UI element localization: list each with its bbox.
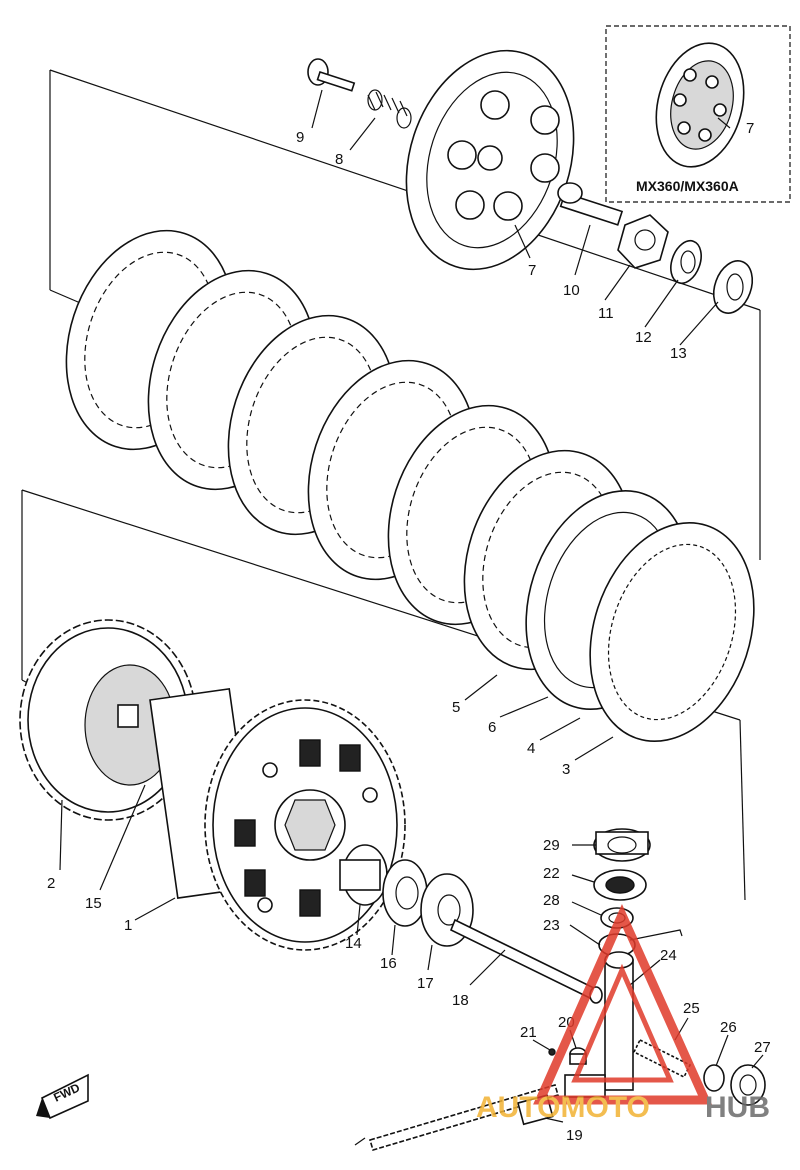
callout-7: 7: [528, 262, 536, 279]
hex-nut: [617, 214, 669, 269]
clutch-boss: [19, 619, 197, 821]
callout-16: 16: [380, 955, 397, 972]
clutch-cable: [354, 1084, 559, 1151]
callout-13: 13: [670, 345, 687, 362]
plain-washer: [712, 260, 754, 314]
watermark: AUTOMOTO HUB: [476, 903, 770, 1124]
callout-24: 24: [660, 947, 677, 964]
clutch-bolt: [307, 58, 356, 92]
fwd-arrow: FWD: [36, 1073, 89, 1120]
bearing: [593, 828, 651, 862]
callout-3: 3: [562, 761, 570, 778]
callout-25: 25: [683, 1000, 700, 1017]
callout-22: 22: [543, 865, 560, 882]
callout-1: 1: [124, 917, 132, 934]
callout-5: 5: [452, 699, 460, 716]
callout-21: 21: [520, 1024, 537, 1041]
push-rod-long: [449, 918, 603, 1004]
callout-18: 18: [452, 992, 469, 1009]
callout-6: 6: [488, 719, 496, 736]
callout-4: 4: [527, 740, 535, 757]
callout-9: 9: [296, 129, 304, 146]
callout-27: 27: [754, 1039, 771, 1056]
callout-17: 17: [417, 975, 434, 992]
pressure-plate-variant: [655, 42, 745, 168]
variant-label: MX360/MX360A: [636, 178, 739, 194]
leader-lines: [59, 89, 764, 1123]
oil-seal: [593, 869, 647, 901]
callout-29: 29: [543, 837, 560, 854]
lock-washer: [670, 239, 702, 285]
callout-11: 11: [598, 305, 614, 322]
callout-23: 23: [543, 917, 560, 934]
thrust-washer: [382, 859, 428, 927]
push-rod: [557, 182, 624, 226]
watermark-text: AUTOMOTO: [476, 1091, 650, 1124]
callout-15: 15: [85, 895, 102, 912]
callout-2: 2: [47, 875, 55, 892]
plate-stack: [65, 229, 755, 743]
callout-14: 14: [345, 935, 362, 952]
spacer: [339, 844, 388, 906]
watermark-text-2: HUB: [705, 1091, 770, 1124]
callout-26: 26: [720, 1019, 737, 1036]
callouts: 9 8 7 7 10 11 12 13 5 6 4 3 2 15 1 14 16…: [47, 120, 771, 1144]
callout-12: 12: [635, 329, 652, 346]
callout-19: 19: [566, 1127, 583, 1144]
callout-7-variant: 7: [746, 120, 754, 137]
callout-10: 10: [563, 282, 580, 299]
clip: [548, 1048, 556, 1056]
locknut: [703, 1064, 725, 1092]
adjuster-cover: [730, 1064, 766, 1106]
callout-8: 8: [335, 151, 343, 168]
clutch-housing: [149, 687, 406, 951]
callout-28: 28: [543, 892, 560, 909]
clutch-spring: [367, 89, 412, 129]
pressure-plate: [405, 49, 575, 271]
variant-inset: MX360/MX360A: [605, 25, 791, 203]
